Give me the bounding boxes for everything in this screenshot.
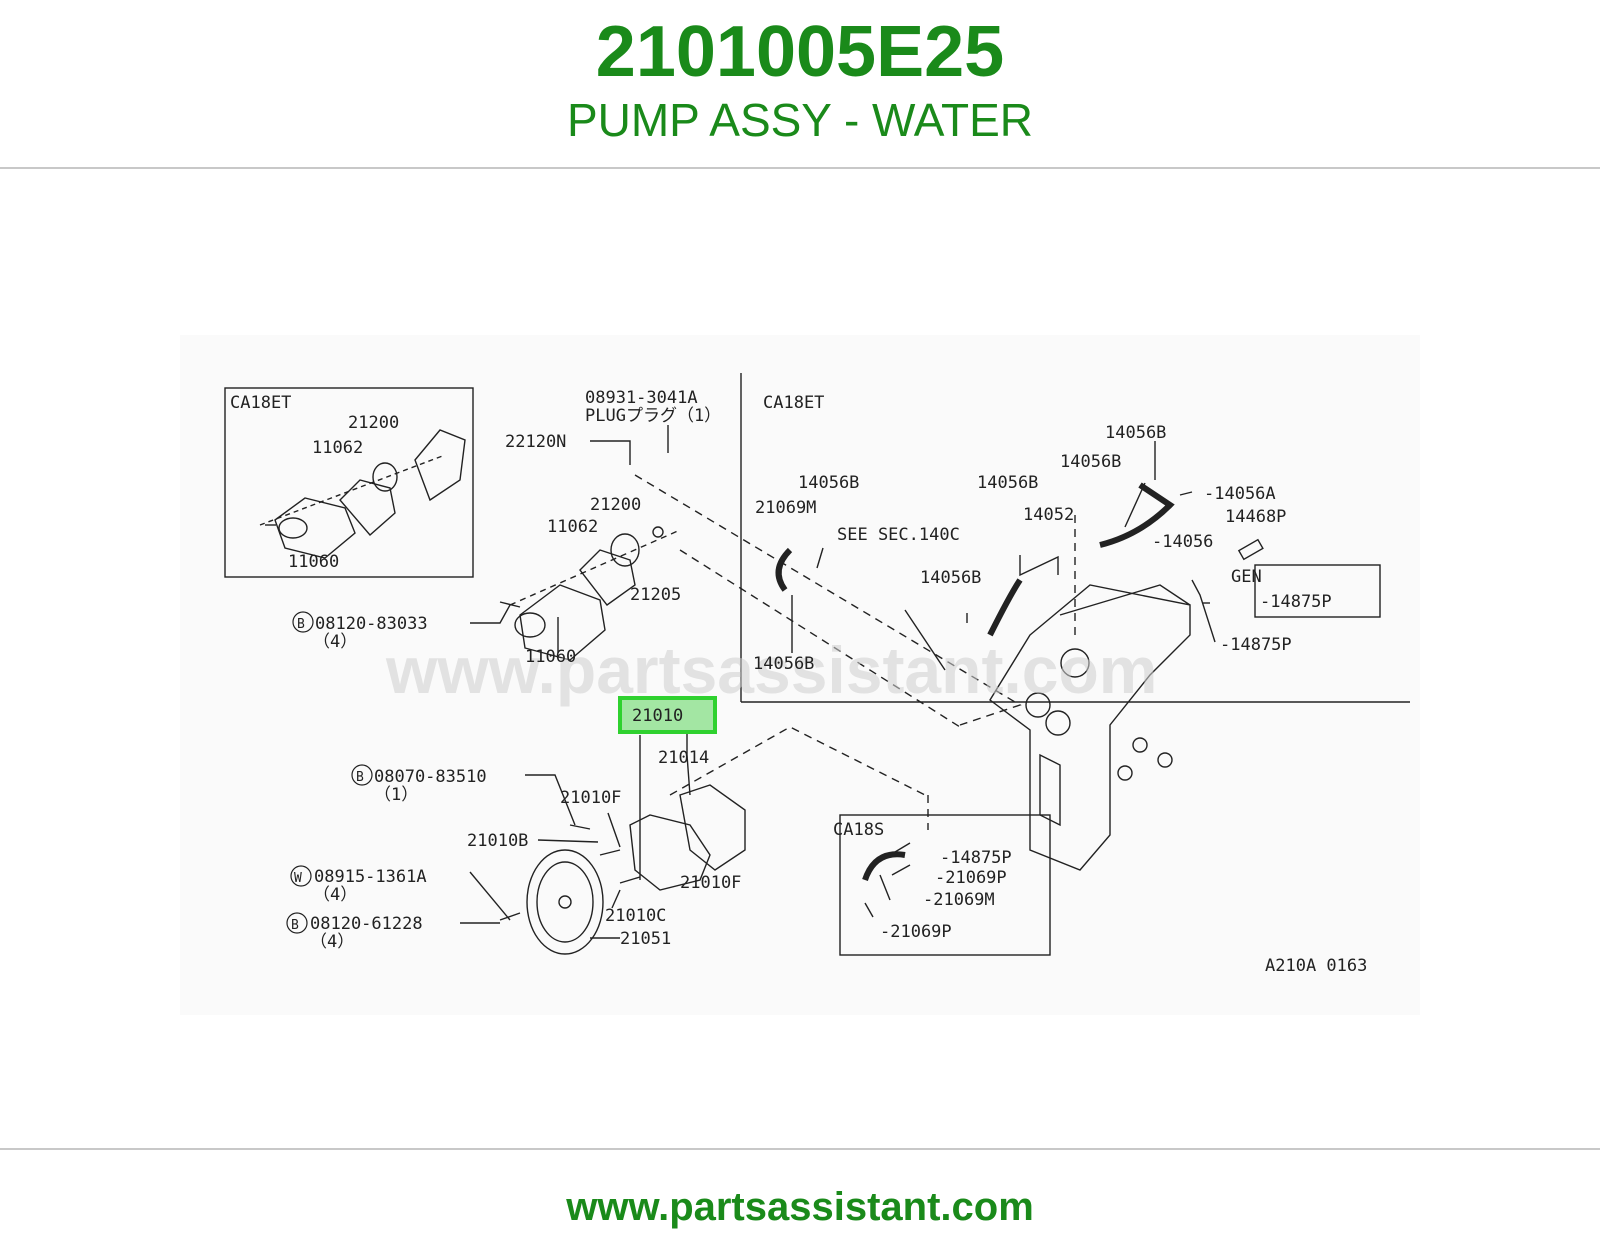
label-21069m: 21069M [755, 498, 816, 518]
label-14056b-c: 14056B [977, 473, 1038, 493]
gen-inset-box [1254, 564, 1381, 618]
label-ca18et-inset: CA18ET [230, 393, 291, 413]
label-22120n: 22120N [505, 432, 566, 452]
page-header: 2101005E25 PUMP ASSY - WATER [0, 0, 1600, 168]
label-ca18s: CA18S [833, 820, 884, 840]
circ-b-c: B [291, 918, 299, 933]
part-name-subtitle: PUMP ASSY - WATER [566, 94, 1034, 146]
inset-thermostat-housing [259, 429, 466, 559]
label-see-sec: SEE SEC.140C [837, 525, 960, 545]
label-21200: 21200 [590, 495, 641, 515]
bolt-b-icon [351, 764, 373, 786]
label-14468p: 14468P [1225, 507, 1286, 527]
figure-code: A210A 0163 [1265, 956, 1367, 976]
label-14875p-gen: -14875P [1260, 592, 1332, 612]
label-21010b: 21010B [467, 831, 528, 851]
label-14052: 14052 [1023, 505, 1074, 525]
label-21010c: 21010C [605, 906, 666, 926]
bolt-b-icon [292, 611, 314, 633]
engine-block [989, 584, 1191, 871]
highlighted-part-box[interactable] [618, 696, 717, 734]
label-plug-text: PLUGプラグ（1） [585, 406, 721, 426]
label-21051: 21051 [620, 929, 671, 949]
label-14056a: -14056A [1204, 484, 1276, 504]
highlighted-part-label[interactable]: 21010 [632, 706, 683, 726]
ca18s-inset-box [839, 814, 1051, 956]
part-labels: CA18ET 21200 11062 11060 08931-3041A PLU… [230, 388, 1367, 976]
footer-website-link[interactable]: www.partsassistant.com [566, 1185, 1034, 1229]
fitting-14468p [1237, 538, 1264, 561]
circ-w: W [294, 871, 302, 886]
label-qty4-c: （4） [310, 932, 354, 952]
hose-ca18s [862, 851, 906, 882]
label-14056b-a: 14056B [798, 473, 859, 493]
reference-line-a [634, 474, 1022, 726]
label-11060: 11060 [525, 647, 576, 667]
hose-14056 [1099, 482, 1175, 548]
label-21069m-ca18s: -21069M [923, 890, 995, 910]
label-08915-1361a: 08915-1361A [314, 867, 427, 887]
label-21010f-b: 21010F [680, 873, 741, 893]
label-08120-61228: 08120-61228 [310, 914, 423, 934]
label-14875p: -14875P [1220, 635, 1292, 655]
label-14056b-f: 14056B [1060, 452, 1121, 472]
exploded-view-drawing: www.partsassistant.com 21010 CA18ET 2120… [224, 373, 1410, 976]
label-14056b-e: 14056B [1105, 423, 1166, 443]
label-08070-83510: 08070-83510 [374, 767, 487, 787]
label-21010f-a: 21010F [560, 788, 621, 808]
bolt-b-icon [286, 912, 308, 934]
label-gen: GEN [1231, 567, 1262, 587]
thermostat-housing [499, 526, 681, 661]
label-11062-inset: 11062 [312, 438, 363, 458]
header-divider [0, 167, 1600, 169]
watermark: www.partsassistant.com [385, 633, 1157, 707]
label-plug-code: 08931-3041A [585, 388, 698, 408]
part-number-title: 2101005E25 [595, 12, 1005, 92]
inset-ca18et-box [224, 387, 474, 578]
reference-line-c [669, 726, 926, 796]
hose-21069m [775, 547, 793, 592]
water-pump-assembly [499, 784, 746, 955]
label-14056b-b: 14056B [753, 654, 814, 674]
label-21014: 21014 [658, 748, 709, 768]
parts-diagram: www.partsassistant.com 21010 CA18ET 2120… [180, 335, 1420, 1015]
label-21069p-a: -21069P [935, 868, 1007, 888]
label-21069p-b: -21069P [880, 922, 952, 942]
label-11060-inset: 11060 [288, 552, 339, 572]
label-08120-83033: 08120-83033 [315, 614, 428, 634]
circ-b-b: B [356, 770, 364, 785]
label-14875p-ca18s: -14875P [940, 848, 1012, 868]
label-qty4-b: （4） [313, 885, 357, 905]
circ-b-a: B [297, 617, 305, 632]
label-21200-inset: 21200 [348, 413, 399, 433]
washer-w-icon [290, 865, 312, 887]
hose-14052 [987, 578, 1023, 637]
label-qty4-a: （4） [313, 632, 357, 652]
label-11062: 11062 [547, 517, 598, 537]
footer-divider [0, 1148, 1600, 1150]
label-14056: -14056 [1152, 532, 1213, 552]
label-qty1: （1） [374, 785, 418, 805]
label-ca18et-main: CA18ET [763, 393, 824, 413]
label-14056b-d: 14056B [920, 568, 981, 588]
label-21205: 21205 [630, 585, 681, 605]
